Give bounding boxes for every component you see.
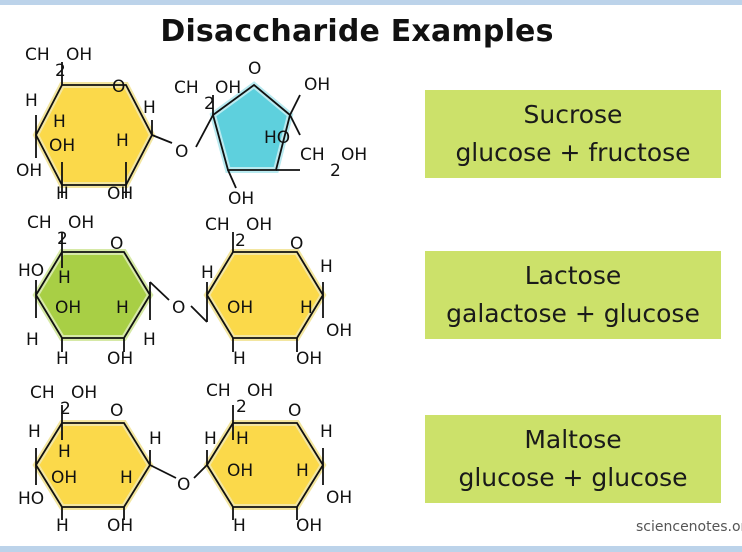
atom-label-h: H	[320, 257, 333, 277]
atom-label-oh: OH	[228, 189, 254, 209]
atom-label-h: H	[25, 91, 38, 111]
atom-label-oh: OH	[107, 184, 133, 204]
lactose-name: Lactose	[524, 261, 622, 290]
atom-label-h: H	[56, 349, 69, 369]
atom-label-oh: OH	[49, 136, 75, 156]
atom-label-o: O	[175, 142, 188, 162]
atom-label-ho: HO	[18, 489, 44, 509]
atom-label-h: H	[56, 184, 69, 204]
sucrose-components: glucose + fructose	[455, 138, 691, 167]
atom-label-h: H	[58, 442, 71, 462]
atom-label-h: H	[143, 330, 156, 350]
atom-label-h: H	[300, 298, 313, 318]
atom-label-ho: HO	[264, 128, 290, 148]
atom-label-h: H	[204, 429, 217, 449]
bond-line	[149, 281, 170, 301]
atom-label-oh: OH	[16, 161, 42, 181]
atom-label-o: O	[110, 234, 123, 254]
bond-line	[195, 114, 214, 148]
bond-line	[193, 464, 208, 479]
atom-label-h: H	[233, 349, 246, 369]
top-stripe	[0, 0, 742, 5]
atom-label-oh: OH	[326, 488, 352, 508]
atom-label-h: H	[149, 429, 162, 449]
atom-label-h: H	[58, 268, 71, 288]
atom-label-h: H	[120, 468, 133, 488]
bond-line	[190, 305, 208, 323]
atom-label-h: H	[201, 263, 214, 283]
atom-label-h: H	[26, 330, 39, 350]
atom-label-oh: OH	[51, 468, 77, 488]
sucrose-name: Sucrose	[523, 100, 623, 129]
atom-label-oh: OH	[296, 516, 322, 536]
sucrose-structure: H O H OH H OH H OH H O O OH HO OH	[16, 44, 369, 209]
bond-line	[149, 464, 177, 479]
atom-label-h: H	[236, 429, 249, 449]
atom-label-h: H	[53, 112, 66, 132]
maltose-components: glucose + glucose	[458, 463, 688, 492]
atom-label-oh: OH	[227, 461, 253, 481]
ch2oh-group-label	[204, 214, 274, 252]
maltose-name: Maltose	[524, 425, 622, 454]
atom-label-oh: OH	[227, 298, 253, 318]
source-credit[interactable]: sciencenotes.or	[636, 519, 742, 535]
atom-label-o: O	[172, 298, 185, 318]
atom-label-oh: OH	[107, 349, 133, 369]
atom-label-o: O	[288, 401, 301, 421]
bond-line	[227, 169, 237, 189]
page-title: Disaccharide Examples	[160, 14, 554, 49]
atom-label-oh: OH	[326, 321, 352, 341]
atom-label-h: H	[116, 298, 129, 318]
atom-label-o: O	[177, 475, 190, 495]
lactose-galactose-ring	[32, 249, 154, 341]
atom-label-h: H	[56, 516, 69, 536]
atom-label-oh: OH	[107, 516, 133, 536]
atom-label-h: H	[116, 131, 129, 151]
atom-label-oh: OH	[55, 298, 81, 318]
atom-label-h: H	[296, 461, 309, 481]
atom-label-o: O	[110, 401, 123, 421]
ch2oh-group-label	[205, 380, 275, 418]
atom-label-h: H	[143, 98, 156, 118]
lactose-components: galactose + glucose	[446, 299, 700, 328]
bond-line	[289, 94, 301, 116]
bond-line	[151, 134, 173, 144]
bottom-stripe	[0, 546, 742, 552]
lactose-structure: O HO H OH H H H H OH O O H H OH H OH H O…	[18, 212, 352, 369]
bond-line	[289, 114, 301, 136]
maltose-glucose-ring-1	[32, 420, 154, 510]
ch2oh-group-label	[24, 44, 94, 82]
atom-label-ho: HO	[18, 261, 44, 281]
atom-label-oh: OH	[296, 349, 322, 369]
maltose-structure: O H H OH H HO H OH H O O H H H OH H OH H…	[18, 380, 352, 536]
ch2oh-group-label	[26, 212, 96, 250]
atom-label-h: H	[233, 516, 246, 536]
atom-label-o: O	[112, 77, 125, 97]
maltose-label-box: Maltose glucose + glucose	[425, 415, 721, 503]
atom-label-o: O	[290, 234, 303, 254]
sucrose-label-box: Sucrose glucose + fructose	[425, 90, 721, 178]
atom-label-h: H	[320, 422, 333, 442]
atom-label-o: O	[248, 59, 261, 79]
ch2oh-group-label	[29, 382, 99, 420]
ch2oh-group-label	[299, 144, 369, 182]
atom-label-oh: OH	[304, 75, 330, 95]
atom-label-h: H	[28, 422, 41, 442]
lactose-label-box: Lactose galactose + glucose	[425, 251, 721, 339]
